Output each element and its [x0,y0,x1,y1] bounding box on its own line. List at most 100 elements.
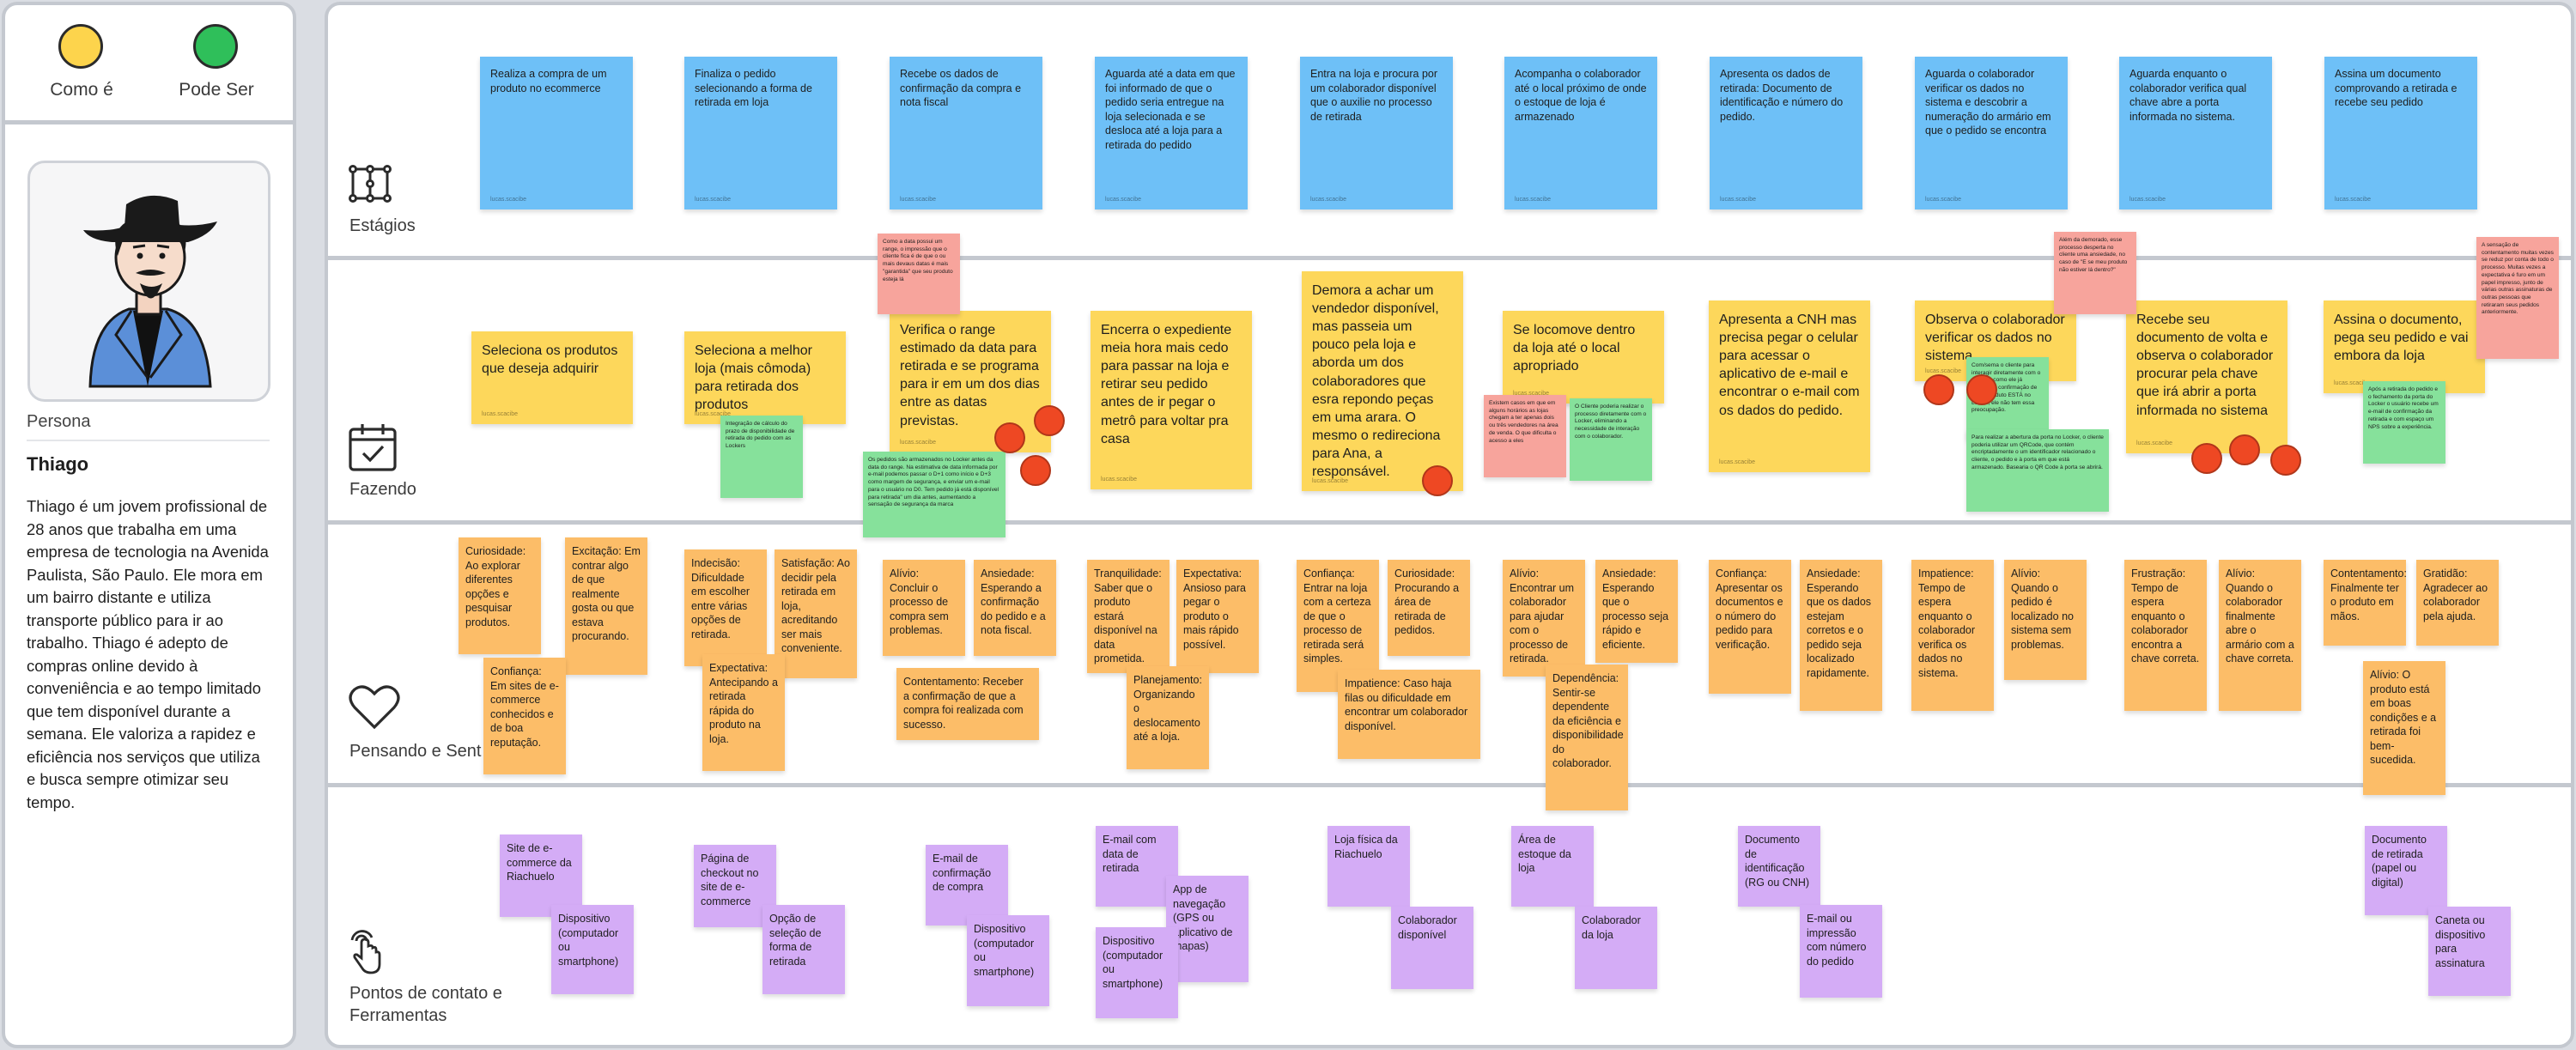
feeling-note[interactable]: Alívio: O produto está em boas condições… [2363,661,2445,795]
feeling-note[interactable]: Expectativa: Ansioso para pegar o produt… [1176,560,1259,673]
feeling-note[interactable]: Ansiedade: Esperando que o processo seja… [1595,560,1678,663]
vote-dot[interactable] [1923,374,1954,405]
feeling-note[interactable]: Planejamento: Organizando o deslocamento… [1127,666,1209,769]
feeling-note[interactable]: Tranquilidade: Saber que o produto estar… [1087,560,1170,673]
touchpoint-note[interactable]: Site de e-commerce da Riachuelo [500,835,582,917]
doing-note[interactable]: Se locomove dentro da loja até o local a… [1503,311,1664,404]
stage-note[interactable]: Acompanha o colaborador até o local próx… [1504,57,1657,209]
persona-avatar-card [27,161,270,402]
persona-section-label: Persona [27,412,91,431]
pain-point-note[interactable]: Além da demorado, esse processo desperta… [2054,232,2136,314]
feeling-note[interactable]: Confiança: Em sites de e-commerce conhec… [483,658,566,774]
feeling-note[interactable]: Contentamento: Finalmente ter o produto … [2324,560,2406,646]
feeling-note[interactable]: Expectativa: Antecipando a retirada rápi… [702,654,785,771]
vote-dot[interactable] [2270,445,2301,476]
as-is-label: Como é [50,80,113,100]
lane-label-pontos-line2: Ferramentas [349,1006,447,1025]
feeling-note[interactable]: Dependência: Sentir-se dependente da efi… [1546,665,1628,810]
touchpoint-note[interactable]: Página de checkout no site de e-commerce [694,845,776,927]
touch-icon [350,930,381,974]
stage-note[interactable]: Aguarda enquanto o colaborador verifica … [2119,57,2272,209]
stage-note[interactable]: Recebe os dados de confirmação da compra… [890,57,1042,209]
opportunity-note[interactable]: O Cliente poderia realizar o processo di… [1570,398,1652,481]
vote-dot[interactable] [2229,434,2260,465]
stage-note[interactable]: Entra na loja e procura por um colaborad… [1300,57,1453,209]
touchpoint-note[interactable]: Área de estoque da loja [1511,826,1594,907]
vote-dot[interactable] [1034,405,1065,436]
feeling-note[interactable]: Excitação: Em contrar algo de que realme… [565,537,647,675]
doing-note[interactable]: Assina o documento, pega seu pedido e va… [2324,300,2485,393]
doing-note[interactable]: Apresenta a CNH mas precisa pegar o celu… [1709,300,1870,472]
feeling-note[interactable]: Ansiedade: Esperando a confirmação do pe… [974,560,1056,656]
stage-note[interactable]: Assina um documento comprovando a retira… [2324,57,2477,209]
touchpoint-note[interactable]: Opção de seleção de forma de retirada [762,905,845,994]
vote-dot[interactable] [1966,374,1997,405]
feeling-note[interactable]: Ansiedade: Esperando que os dados esteja… [1800,560,1882,711]
touchpoint-note[interactable]: Dispositivo (computador ou smartphone) [967,915,1049,1006]
feeling-note[interactable]: Frustração: Tempo de espera enquanto o c… [2124,560,2207,711]
stages-icon [349,165,392,203]
vote-dot[interactable] [1422,465,1453,496]
to-be-indicator [193,24,238,69]
lane-label-pontos-line1: Pontos de contato e [349,984,502,1003]
stage-note[interactable]: Realiza a compra de um produto no ecomme… [480,57,633,209]
stage-note[interactable]: Apresenta os dados de retirada: Document… [1710,57,1862,209]
touchpoint-note[interactable]: Colaborador da loja [1575,907,1657,989]
stage-note[interactable]: Aguarda até a data em que foi informado … [1095,57,1248,209]
doing-note[interactable]: Observa o colaborador verificar os dados… [1915,300,2076,381]
doing-note[interactable]: Seleciona os produtos que deseja adquiri… [471,331,633,424]
opportunity-note[interactable]: Os pedidos são armazenados no Locker ant… [863,452,1005,537]
feeling-note[interactable]: Impatience: Caso haja filas ou dificulda… [1338,670,1480,759]
touchpoint-note[interactable]: Documento de identificação (RG ou CNH) [1738,826,1820,907]
stage-note[interactable]: Aguarda o colaborador verificar os dados… [1915,57,2068,209]
persona-bio: Thiago é um jovem profissional de 28 ano… [27,497,269,811]
legend-divider [3,120,295,124]
calendar-icon [349,424,397,471]
pain-point-note[interactable]: Existem casos em que em alguns horários … [1484,395,1566,477]
doing-note[interactable]: Recebe seu documento de volta e observa … [2126,300,2287,453]
feeling-note[interactable]: Alívio: Encontrar um colaborador para aj… [1503,560,1585,677]
doing-note[interactable]: Seleciona a melhor loja (mais cômoda) pa… [684,331,846,424]
touchpoint-note[interactable]: App de navegação (GPS ou aplicativo de m… [1166,876,1249,982]
opportunity-note[interactable]: Após a retirada do pedido e o fechamento… [2363,381,2445,464]
touchpoint-note[interactable]: Caneta ou dispositivo para assinatura [2428,907,2511,996]
doing-note[interactable]: Verifica o range estimado da data para r… [890,311,1051,452]
heart-icon [349,685,400,730]
feeling-note[interactable]: Indecisão: Dificuldade em escolher entre… [684,549,767,666]
lane-label-pontos: Pontos de contato e Ferramentas [349,982,502,1027]
lane-divider-2 [328,520,2574,525]
stage-note[interactable]: Finaliza o pedido selecionando a forma d… [684,57,837,209]
opportunity-note[interactable]: Para realizar a abertura da porta no Loc… [1966,429,2109,512]
touchpoint-note[interactable]: E-mail ou impressão com número do pedido [1800,905,1882,998]
touchpoint-note[interactable]: Documento de retirada (papel ou digital) [2365,826,2447,915]
touchpoint-note[interactable]: E-mail de confirmação de compra [926,845,1008,926]
feeling-note[interactable]: Alívio: Concluir o processo de compra se… [883,560,965,656]
feeling-note[interactable]: Impatience: Tempo de espera enquanto o c… [1911,560,1994,711]
persona-divider [27,440,270,441]
opportunity-note[interactable]: Integração de cálculo do prazo de dispon… [720,416,803,498]
touchpoint-note[interactable]: Dispositivo (computador ou smartphone) [1096,927,1178,1018]
vote-dot[interactable] [1020,455,1051,486]
feeling-note[interactable]: Contentamento: Receber a confirmação de … [896,668,1039,740]
touchpoint-note[interactable]: Colaborador disponível [1391,907,1473,989]
pain-point-note[interactable]: Como a data possui um range, o impressão… [878,234,960,314]
feeling-note[interactable]: Alívio: Quando o pedido é localizado no … [2004,560,2087,680]
lane-label-pensando: Pensando e Sent [349,742,482,761]
feeling-note[interactable]: Curiosidade: Procurando a área de retira… [1388,560,1470,656]
pain-point-note[interactable]: A sensação de contentamento muitas vezes… [2476,237,2559,359]
touchpoint-note[interactable]: Loja física da Riachuelo [1327,826,1410,907]
feeling-note[interactable]: Curiosidade: Ao explorar diferentes opçõ… [459,537,541,654]
touchpoint-note[interactable]: E-mail com data de retirada [1096,826,1178,907]
feeling-note[interactable]: Confiança: Apresentar os documentos e o … [1709,560,1791,694]
doing-note[interactable]: Demora a achar um vendedor disponível, m… [1302,271,1463,491]
lane-label-estagios: Estágios [349,216,416,235]
vote-dot[interactable] [2191,443,2222,474]
vote-dot[interactable] [994,422,1025,453]
feeling-note[interactable]: Satisfação: Ao decidir pela retirada em … [775,549,857,678]
touchpoint-note[interactable]: Dispositivo (computador ou smartphone) [551,905,634,994]
doing-note[interactable]: Encerra o expediente meia hora mais cedo… [1091,311,1252,489]
feeling-note[interactable]: Gratidão: Agradecer ao colaborador pela … [2416,560,2499,646]
feeling-note[interactable]: Alívio: Quando o colaborador finalmente … [2219,560,2301,711]
lane-divider-1 [328,256,2574,260]
persona-avatar [83,195,217,388]
